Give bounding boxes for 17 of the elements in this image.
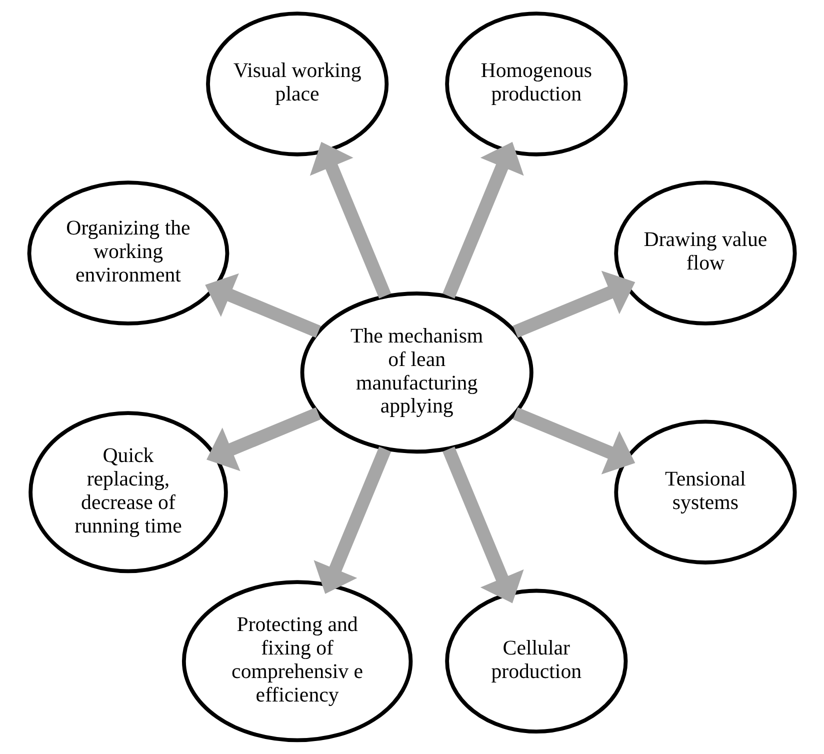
node-ellipse: Tensional systems	[614, 420, 797, 564]
node-ellipse: Visual working place	[206, 12, 389, 156]
arrow	[442, 446, 524, 604]
node-ellipse: Drawing value flow	[614, 180, 797, 326]
node-ellipse: Homogenous production	[445, 12, 628, 156]
arrow	[310, 142, 392, 298]
arrow	[512, 270, 636, 338]
node-ellipse: Protecting and fixing of comprehensiv e efficiency	[182, 580, 413, 742]
node-ellipse: Quick replacing, decrease of running time	[28, 411, 228, 574]
arrow	[205, 273, 321, 338]
node-ellipse: Cellular production	[445, 588, 628, 734]
arrow	[442, 142, 524, 298]
node-ellipse: Organizing the working environment	[27, 180, 230, 326]
arrow	[314, 446, 392, 594]
arrow	[512, 407, 636, 474]
arrow	[206, 407, 321, 472]
node-ellipse: The mechanism of lean manufacturing applying	[300, 292, 534, 454]
